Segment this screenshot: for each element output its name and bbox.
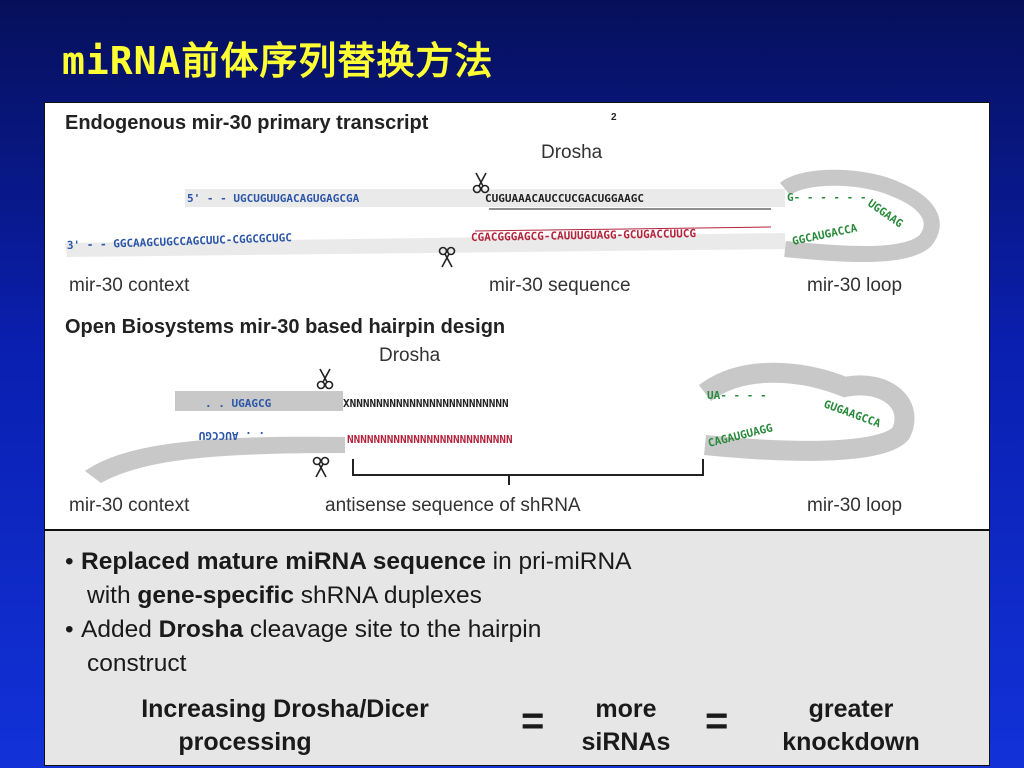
equation-right-line-2: knockdown — [782, 728, 920, 756]
equation-middle-line-1: more — [595, 695, 657, 723]
equation-right: greater knockdown — [741, 693, 961, 759]
bullet-text-segment: with — [87, 582, 138, 609]
diagram-canvas: Endogenous mir-30 primary transcript 2 D… — [65, 112, 940, 516]
equation-middle: more siRNAs — [551, 693, 701, 759]
panel1-drosha-label: Drosha — [541, 142, 603, 163]
panel1-label-loop: mir-30 loop — [807, 275, 902, 296]
equation-right-line-1: greater — [808, 695, 894, 723]
bullet-text-segment: Replaced mature miRNA sequence — [81, 548, 486, 575]
bullet-text-segment: cleavage site to the hairpin — [243, 616, 542, 643]
bullet-text-segment: in pri-miRNA — [485, 548, 632, 575]
bullet-1: •Replaced mature miRNA sequence in pri-m… — [65, 545, 632, 613]
panel1-loop-top: G- - - - - - — [787, 191, 866, 204]
panel1-title: Endogenous mir-30 primary transcript — [65, 112, 429, 134]
panel1-label-sequence: mir-30 sequence — [489, 275, 631, 296]
panel1-bottom-underline — [474, 226, 772, 232]
equation-left-line-2: processing — [178, 728, 312, 756]
panel2-loop-right: GUGAAGCCA — [822, 398, 883, 431]
bullet-text-segment: Added — [81, 616, 159, 643]
panel2-drosha-label: Drosha — [379, 345, 441, 366]
hairpin-diagram: Endogenous mir-30 primary transcript 2 D… — [44, 102, 990, 530]
panel1-loop-backbone — [780, 169, 940, 263]
panel2-label-antisense: antisense sequence of shRNA — [325, 495, 581, 516]
summary-box: •Replaced mature miRNA sequence in pri-m… — [44, 530, 990, 766]
panel1-title-superscript: 2 — [611, 112, 617, 123]
bullet-text-segment: construct — [87, 650, 187, 677]
panel2-loop-top: UA- - - - — [707, 389, 767, 402]
equation-left: Increasing Drosha/Dicer processing — [65, 693, 505, 759]
bullet-text-segment: Drosha — [158, 616, 244, 643]
panel1-loop-bottom: GGCAUGACCA — [791, 221, 859, 248]
panel2-top-sequence: XNNNNNNNNNNNNNNNNNNNNNNNN — [343, 397, 509, 410]
panel2-bottom-backbone — [85, 436, 345, 483]
panel2-loop-backbone — [699, 362, 915, 461]
equation-middle-line-2: siRNAs — [581, 728, 671, 756]
panel2-label-loop: mir-30 loop — [807, 495, 902, 516]
panel1-loop-right: UGGAAG — [865, 197, 905, 231]
equals-sign-2: = — [705, 699, 729, 743]
bullet-text-segment: gene-specific — [137, 582, 294, 609]
panel1-bottom-strand-sequence: CGACGGGAGCG-CAUUUGUAGG-GCUGACCUUCG — [471, 227, 697, 244]
bullet-2: •Added Drosha cleavage site to the hairp… — [65, 613, 541, 681]
panel2-title: Open Biosystems mir-30 based hairpin des… — [65, 316, 505, 338]
panel2-top-context: . . UGAGCG — [205, 397, 272, 410]
panel2-label-context: mir-30 context — [69, 495, 190, 516]
panel2-bottom-context: . . AUCCGU — [198, 429, 265, 442]
antisense-bracket — [352, 459, 704, 476]
panel2-bottom-sequence: NNNNNNNNNNNNNNNNNNNNNNNNN — [347, 433, 513, 446]
slide-title: miRNA前体序列替换方法 — [62, 39, 494, 83]
scissors-icon — [316, 368, 334, 390]
bullet-1-line-2: with gene-specific shRNA duplexes — [65, 579, 632, 613]
bullet-1-line-1: •Replaced mature miRNA sequence in pri-m… — [65, 548, 632, 575]
equation-left-line-1: Increasing Drosha/Dicer — [141, 695, 429, 723]
equals-sign-1: = — [521, 699, 545, 743]
panel2-top-backbone — [175, 391, 343, 411]
bullet-2-line-1: •Added Drosha cleavage site to the hairp… — [65, 616, 542, 643]
scissors-icon — [312, 456, 330, 478]
panel1-top-strand-context: 5' - - UGCUGUUGACAGUGAGCGA — [187, 192, 360, 205]
bullet-text-segment: shRNA duplexes — [293, 582, 482, 609]
panel1-top-strand-sequence: CUGUAAACAUCCUCGACUGGAAGC — [485, 192, 644, 205]
panel1-top-backbone — [185, 189, 785, 207]
bullet-2-line-2: construct — [65, 647, 541, 681]
panel1-bottom-backbone — [65, 233, 785, 257]
panel1-label-context: mir-30 context — [69, 275, 190, 296]
